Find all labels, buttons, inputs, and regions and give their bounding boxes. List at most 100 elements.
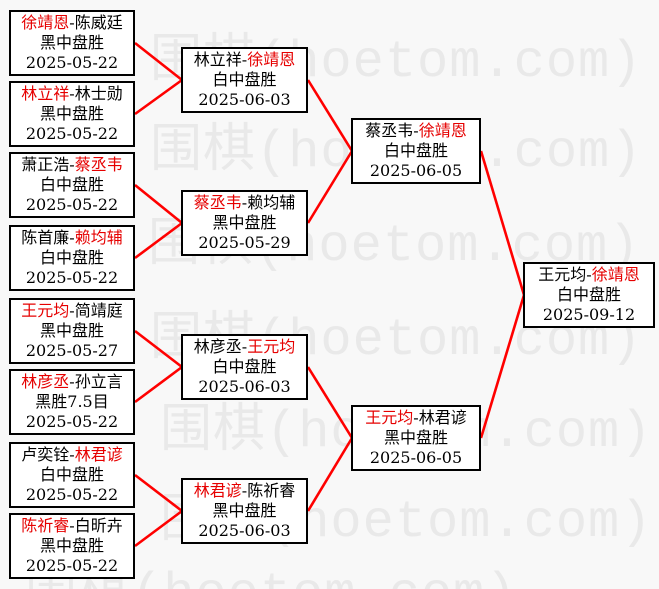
match-result: 黑中盘胜 [383, 428, 448, 447]
match-date: 2025-05-22 [25, 412, 119, 431]
match-box-r2-3: 林彦丞-王元均 白中盘胜 2025-06-03 [181, 334, 308, 400]
player-separator: - [69, 13, 75, 32]
player-left: 王元均 [538, 265, 587, 284]
connector-line [134, 41, 183, 82]
match-box-r2-2: 蔡丞韦-赖均辅 黑中盘胜 2025-05-29 [181, 190, 308, 256]
match-result: 黑中盘胜 [212, 501, 277, 520]
match-box-final: 王元均-徐靖恩 白中盘胜 2025-09-12 [523, 262, 655, 328]
match-box-r1-7: 卢奕铨-林君谚 白中盘胜 2025-05-22 [9, 442, 135, 508]
player-left: 林彦丞 [193, 337, 242, 356]
player-separator: - [413, 408, 419, 427]
match-box-r1-4: 陈首廉-赖均辅 白中盘胜 2025-05-22 [9, 225, 135, 291]
match-result: 白中盘胜 [39, 465, 104, 484]
watermark-text: 围棋(hoetom.com) [25, 567, 517, 589]
match-result: 黑胜7.5目 [35, 392, 109, 411]
player-right: 徐靖恩 [247, 50, 296, 69]
match-players: 蔡丞韦-徐靖恩 [353, 121, 479, 141]
match-players: 王元均-林君谚 [353, 408, 479, 428]
match-date: 2025-06-03 [198, 90, 291, 109]
match-result: 黑中盘胜 [39, 321, 104, 340]
player-separator: - [69, 84, 75, 103]
match-box-sf-2: 王元均-林君谚 黑中盘胜 2025-06-05 [351, 405, 481, 471]
match-players: 萧正浩-蔡丞韦 [11, 155, 133, 175]
player-right: 陈威廷 [74, 13, 123, 32]
player-separator: - [413, 121, 419, 140]
connector-line [134, 221, 183, 260]
match-box-r2-4: 林君谚-陈祈睿 黑中盘胜 2025-06-03 [181, 478, 308, 544]
connector-line [134, 473, 183, 513]
match-date: 2025-05-22 [25, 556, 119, 575]
match-players: 卢奕铨-林君谚 [11, 445, 133, 465]
player-left: 林彦丞 [21, 372, 70, 391]
player-separator: - [69, 301, 75, 320]
match-box-r1-5: 王元均-简靖庭 黑中盘胜 2025-05-27 [9, 298, 135, 364]
player-left: 林立祥 [193, 50, 242, 69]
player-left: 林君谚 [193, 481, 242, 500]
player-left: 卢奕铨 [21, 445, 70, 464]
player-separator: - [241, 193, 248, 212]
player-separator: - [241, 50, 248, 69]
player-left: 陈首廉 [21, 228, 70, 247]
match-players: 徐靖恩-陈威廷 [11, 13, 133, 33]
player-separator: - [69, 516, 75, 535]
match-date: 2025-05-22 [25, 53, 119, 72]
player-left: 陈祈睿 [21, 516, 70, 535]
connector-line [134, 329, 183, 369]
match-result: 白中盘胜 [212, 357, 277, 376]
match-players: 王元均-徐靖恩 [525, 265, 653, 285]
player-separator: - [586, 265, 592, 284]
match-result: 黑中盘胜 [39, 104, 104, 123]
player-right: 赖均辅 [74, 228, 123, 247]
match-players: 蔡丞韦-赖均辅 [183, 193, 306, 213]
connector-line [306, 366, 354, 439]
match-date: 2025-05-22 [25, 268, 119, 287]
match-date: 2025-06-05 [369, 161, 463, 180]
match-date: 2025-05-22 [25, 485, 119, 504]
match-players: 陈首廉-赖均辅 [11, 228, 133, 248]
match-players: 林立祥-林士勋 [11, 84, 133, 104]
match-result: 白中盘胜 [556, 285, 621, 304]
match-box-r1-6: 林彦丞-孙立言 黑胜7.5目 2025-05-22 [9, 369, 135, 435]
match-players: 林立祥-徐靖恩 [183, 50, 306, 70]
match-players: 林彦丞-孙立言 [11, 372, 133, 392]
match-box-sf-1: 蔡丞韦-徐靖恩 白中盘胜 2025-06-05 [351, 118, 481, 184]
match-date: 2025-05-22 [25, 124, 119, 143]
player-right: 林君谚 [74, 445, 123, 464]
player-separator: - [69, 155, 75, 174]
match-result: 黑中盘胜 [212, 213, 277, 232]
player-left: 徐靖恩 [21, 13, 70, 32]
player-left: 王元均 [365, 408, 414, 427]
player-right: 林君谚 [418, 408, 467, 427]
connector-line [134, 365, 183, 404]
match-date: 2025-06-03 [198, 521, 291, 540]
player-separator: - [69, 372, 75, 391]
match-box-r2-1: 林立祥-徐靖恩 白中盘胜 2025-06-03 [181, 47, 308, 113]
player-right: 白昕卉 [74, 516, 123, 535]
match-date: 2025-05-22 [25, 195, 119, 214]
match-result: 白中盘胜 [212, 70, 277, 89]
connector-line [306, 150, 354, 224]
player-right: 林士勋 [74, 84, 123, 103]
player-right: 孙立言 [74, 372, 123, 391]
match-result: 白中盘胜 [39, 248, 104, 267]
match-date: 2025-05-27 [25, 341, 119, 360]
connector-line [134, 183, 183, 225]
player-left: 蔡丞韦 [365, 121, 414, 140]
match-players: 王元均-简靖庭 [11, 301, 133, 321]
player-right: 徐靖恩 [591, 265, 640, 284]
player-right: 蔡丞韦 [74, 155, 123, 174]
connector-line [134, 78, 183, 116]
match-box-r1-3: 萧正浩-蔡丞韦 白中盘胜 2025-05-22 [9, 152, 135, 218]
player-right: 王元均 [247, 337, 296, 356]
connector-line [134, 509, 183, 548]
match-box-r1-1: 徐靖恩-陈威廷 黑中盘胜 2025-05-22 [9, 10, 135, 76]
match-date: 2025-09-12 [542, 305, 636, 324]
connector-line [479, 150, 526, 296]
player-left: 王元均 [21, 301, 70, 320]
match-result: 白中盘胜 [39, 175, 104, 194]
player-right: 简靖庭 [74, 301, 123, 320]
match-players: 林君谚-陈祈睿 [183, 481, 306, 501]
match-date: 2025-05-29 [198, 233, 291, 252]
player-right: 陈祈睿 [247, 481, 296, 500]
